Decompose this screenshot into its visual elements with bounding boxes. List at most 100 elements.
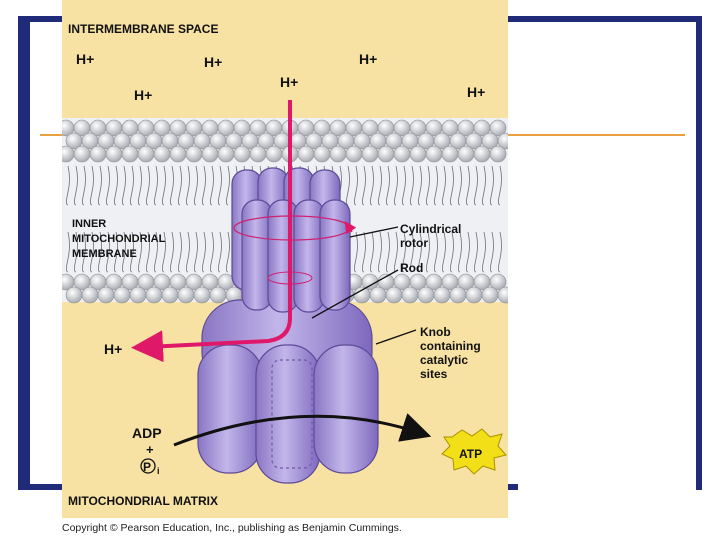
phospholipid-head [385,286,403,304]
lipid-tail [210,165,214,206]
phospholipid-head [177,286,195,304]
lipid-tail [362,231,366,273]
lipid-tail [498,231,502,273]
phospholipid-head [441,145,459,163]
lipid-tail [194,231,198,273]
lipid-tail [106,231,110,273]
slide-frame-right [696,16,702,490]
lipid-tail [170,231,174,273]
phospholipid-head [193,286,211,304]
lipid-tail [178,165,182,206]
knob-label: Knob containing catalytic sites [420,325,481,381]
svg-text:rotor: rotor [400,236,428,250]
phospholipid-head [457,145,475,163]
lipid-tail [82,165,86,206]
lipid-tail [474,231,478,273]
lipid-tail [114,231,118,273]
atp-synthase-diagram: INTERMEMBRANE SPACE H+ H+ H+ H+ H+ H+ [57,0,515,518]
phospholipid-head [481,286,499,304]
svg-text:Cylindrical: Cylindrical [400,222,461,236]
lipid-tail [122,165,126,206]
lipid-tail [466,165,470,206]
svg-text:MITOCHONDRIAL: MITOCHONDRIAL [72,233,166,245]
lipid-tail [402,165,406,206]
lipid-tail [442,165,446,206]
phospholipid-head [97,286,115,304]
phospholipid-head [297,145,315,163]
phospholipid-head [153,145,171,163]
lipid-tail [106,165,110,206]
lipid-tail [418,165,422,206]
lipid-tail [402,231,406,273]
lipid-tail [202,231,206,273]
lipid-tail [162,231,166,273]
lipid-tail [410,231,414,273]
lipid-tail [146,165,150,206]
phospholipid-head [433,286,451,304]
phospholipid-head [233,145,251,163]
lipid-tail [194,165,198,206]
svg-text:containing: containing [420,339,481,353]
lipid-tail [450,231,454,273]
lipid-tail [82,231,86,273]
phospholipid-head [449,286,467,304]
lipid-tail [146,231,150,273]
phospholipid-head [489,119,507,137]
phospholipid-head [89,145,107,163]
lipid-tail [490,165,494,206]
phospholipid-head [81,286,99,304]
proton-label: H+ [280,74,298,90]
lipid-tail [114,165,118,206]
cylindrical-rotor-label: Cylindrical rotor [400,222,461,250]
mitochondrial-matrix-label: MITOCHONDRIAL MATRIX [68,494,218,508]
phospholipid-head [185,145,203,163]
slide-frame-left [18,16,30,488]
lipid-tail [210,231,214,273]
lipid-tail [66,165,70,206]
svg-text:catalytic: catalytic [420,353,468,367]
lipid-tail [90,231,94,273]
lipid-tail [426,165,430,206]
phospholipid-head [65,286,83,304]
phospholipid-head [313,145,331,163]
proton-label: H+ [104,341,122,357]
phospholipid-head [489,273,507,291]
phospholipid-head [473,145,491,163]
phospholipid-head [249,145,267,163]
phospholipid-head [425,145,443,163]
rod-label: Rod [400,261,423,275]
lipid-tail [450,165,454,206]
phospholipid-head [105,145,123,163]
phospholipid-head [161,286,179,304]
lipid-tail [370,165,374,206]
copyright-text: Copyright © Pearson Education, Inc., pub… [62,522,402,534]
lipid-tail [74,231,78,273]
lipid-tail [442,231,446,273]
phospholipid-head [73,145,91,163]
lipid-tail [490,231,494,273]
svg-text:Knob: Knob [420,325,451,339]
lipid-tail [434,231,438,273]
lipid-tail [378,231,382,273]
lipid-tail [98,231,102,273]
phospholipid-head [489,145,507,163]
lipid-tail [386,231,390,273]
lipid-tail [178,231,182,273]
lipid-tail [434,165,438,206]
phospholipid-head [121,145,139,163]
lipid-tail [466,231,470,273]
synthesis-arrow [173,413,432,447]
phospholipid-head [465,286,483,304]
lipid-tail [130,165,134,206]
proton-path-arrow [131,100,292,363]
lipid-tail [218,231,222,273]
lipid-tail [498,165,502,206]
phosphate-symbol: P i [140,458,160,476]
phospholipid-head [409,145,427,163]
lipid-tail [362,165,366,206]
phospholipid-head [377,145,395,163]
lipid-tail [346,165,350,206]
svg-text:INNER: INNER [72,218,106,230]
proton-labels: H+ H+ H+ H+ H+ H+ [76,51,485,103]
phospholipid-head [265,145,283,163]
